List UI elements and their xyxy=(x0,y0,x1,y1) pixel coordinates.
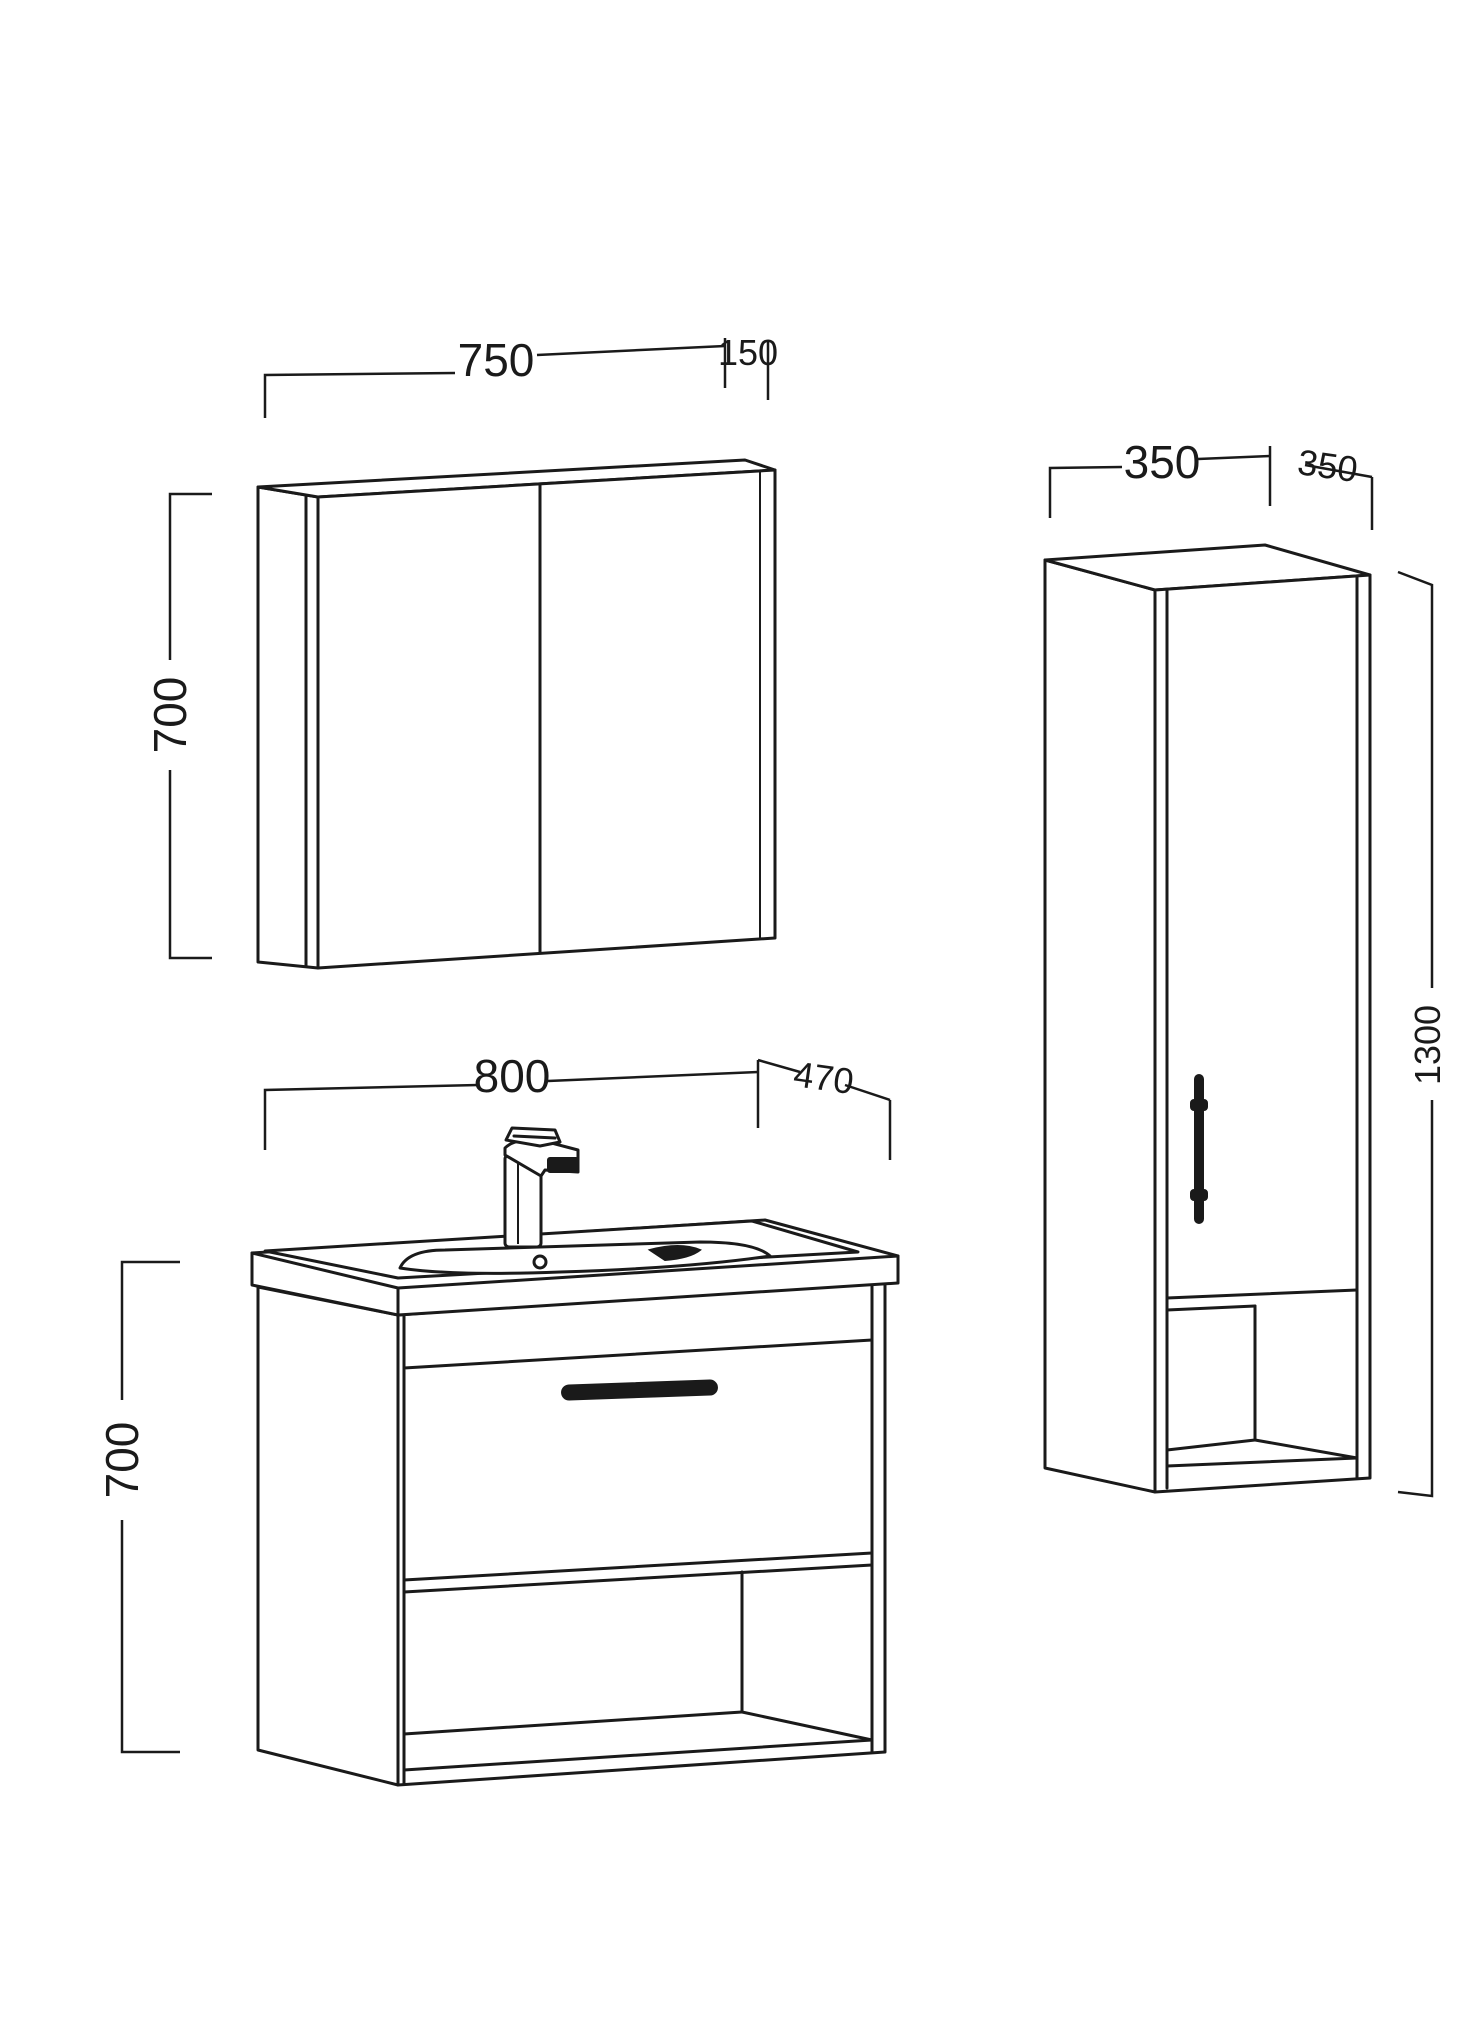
drawer-handle xyxy=(561,1379,718,1401)
mirror-depth-label: 150 xyxy=(718,332,778,373)
tall-door-handle xyxy=(1190,1074,1208,1224)
tall-front xyxy=(1153,573,1372,1494)
vanity-unit: 800 470 700 xyxy=(96,1050,900,1787)
vanity-width-dimension: 800 xyxy=(263,1050,759,1150)
basin-overflow-hole xyxy=(532,1254,548,1270)
vanity-basin xyxy=(250,1218,900,1317)
tall-side-panel xyxy=(1043,558,1157,1494)
vanity-height-dimension: 700 xyxy=(96,1260,180,1754)
vanity-depth-label: 470 xyxy=(791,1053,856,1102)
tall-height-label: 1300 xyxy=(1407,1005,1448,1085)
vanity-height-label: 700 xyxy=(96,1422,148,1499)
tall-width-dimension: 350 xyxy=(1048,436,1271,518)
tall-door-bottom-edge xyxy=(1165,1288,1359,1300)
vanity-side-panel xyxy=(256,1285,400,1787)
mirror-front xyxy=(316,468,777,970)
mirror-width-label: 750 xyxy=(458,334,535,386)
mirror-width-dimension: 750 xyxy=(263,334,726,418)
faucet-spout-tip xyxy=(547,1157,579,1173)
basin-drain-shadow xyxy=(647,1245,702,1262)
tall-width-label: 350 xyxy=(1124,436,1201,488)
tall-depth-dimension: 350 xyxy=(1268,441,1374,530)
mirror-cabinet: 750 150 700 xyxy=(144,332,778,970)
mirror-height-dimension: 700 xyxy=(144,492,212,960)
tall-height-dimension: 1300 xyxy=(1397,570,1448,1498)
vanity-depth-dimension: 470 xyxy=(756,1053,892,1160)
mirror-side-panel xyxy=(256,485,320,970)
mirror-depth-dimension: 150 xyxy=(718,332,778,400)
tall-depth-label: 350 xyxy=(1295,441,1360,490)
vanity-drawer xyxy=(402,1338,874,1582)
faucet xyxy=(503,1126,580,1249)
mirror-height-label: 700 xyxy=(144,677,196,754)
vanity-width-label: 800 xyxy=(474,1050,551,1102)
tall-cabinet: 350 350 1300 xyxy=(1043,436,1448,1498)
